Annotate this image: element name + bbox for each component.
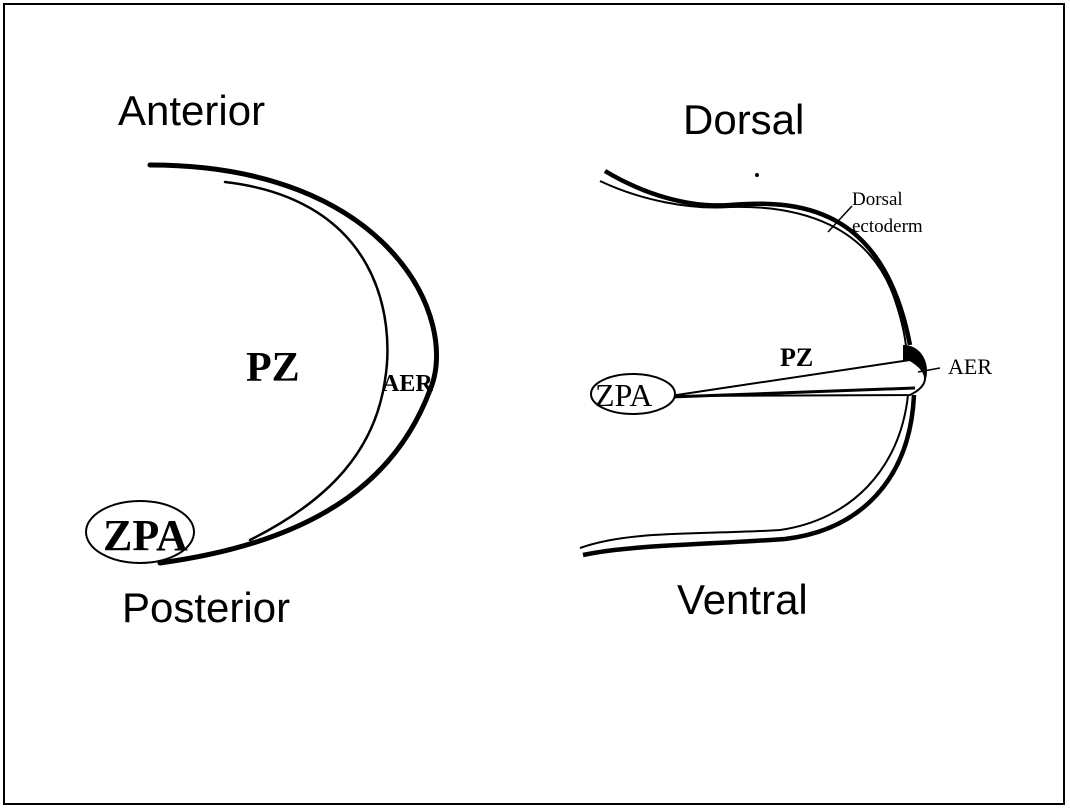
left-pz-label: PZ (246, 345, 300, 391)
right-aer-label: AER (948, 354, 992, 379)
left-posterior-label: Posterior (122, 584, 290, 631)
left-aer-label: AER (382, 371, 433, 397)
right-panel-dorsal-ventral: Dorsal Ventral Dorsal ectoderm PZ AER ZP… (580, 96, 992, 623)
left-anterior-label: Anterior (118, 87, 265, 134)
right-ectoderm-label-line2: ectoderm (852, 216, 923, 237)
right-ventral-thin-curve (580, 395, 908, 548)
stray-dot (755, 173, 759, 177)
right-zpa-label: ZPA (595, 377, 653, 413)
right-pz-label: PZ (780, 343, 813, 372)
right-ectoderm-label-line1: Dorsal (852, 189, 903, 210)
left-panel-anterior-posterior: Anterior Posterior PZ AER ZPA (86, 87, 437, 631)
right-dorsal-label: Dorsal (683, 96, 804, 143)
right-ventral-label: Ventral (677, 576, 808, 623)
left-zpa-label: ZPA (103, 511, 188, 560)
